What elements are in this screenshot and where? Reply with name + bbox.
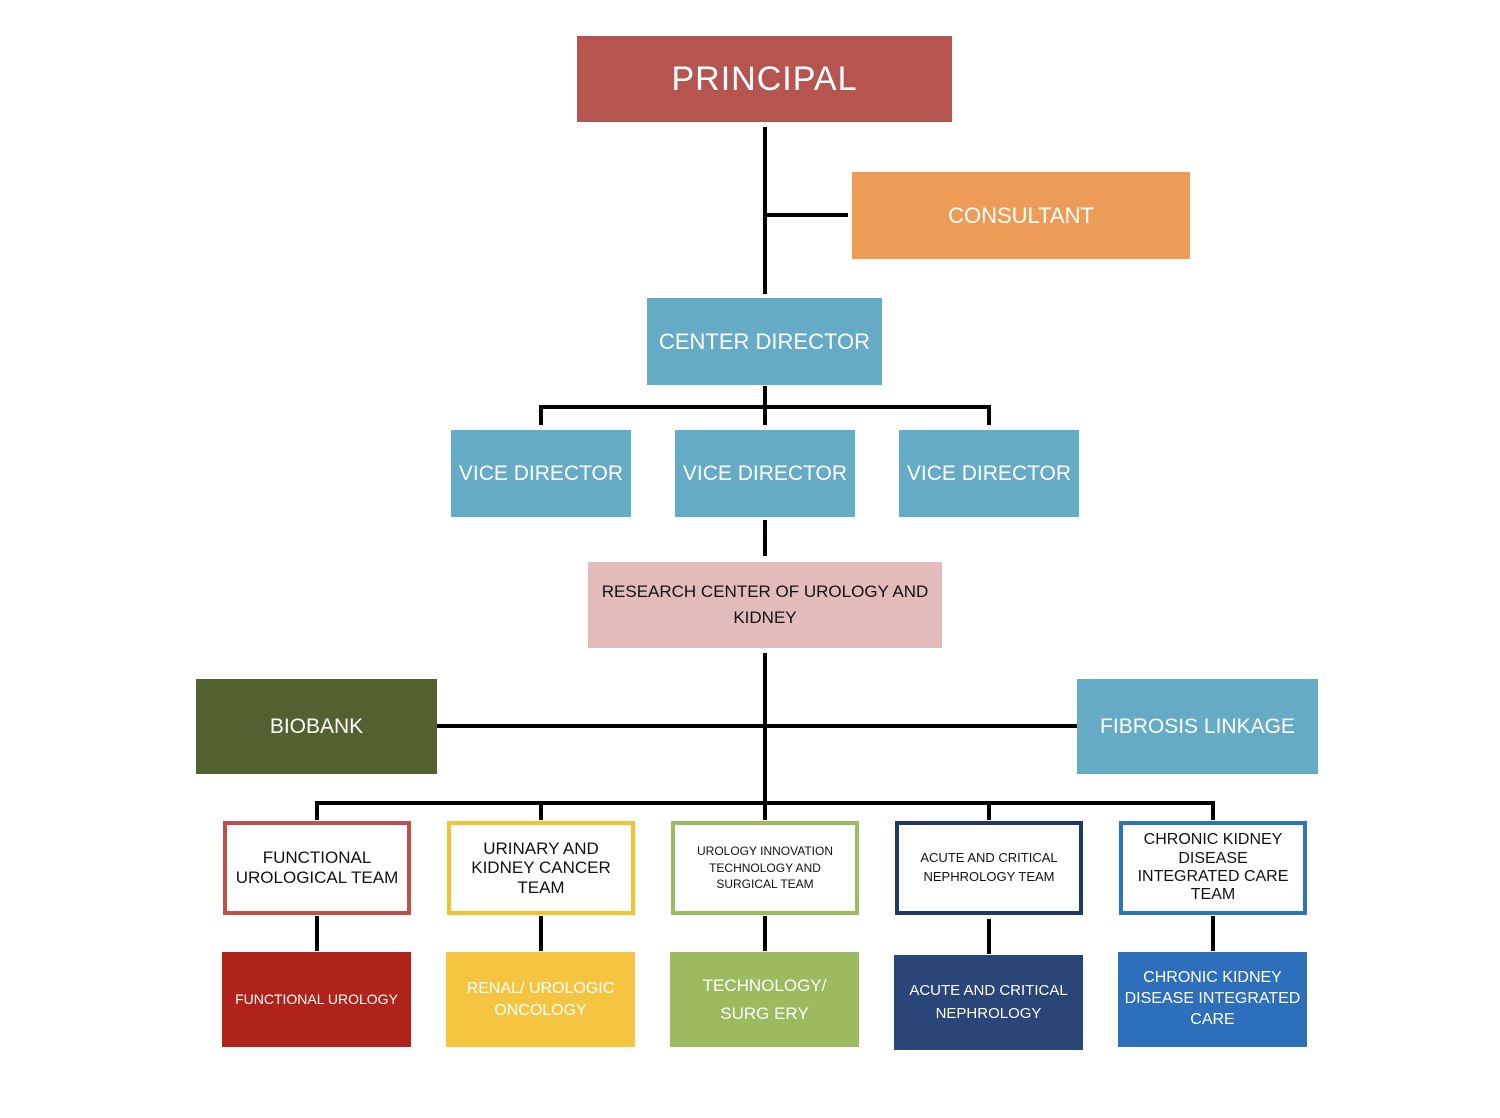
vice-director-label-3: VICE DIRECTOR [906, 461, 1072, 485]
unit-node-3: TECHNOLOGY/ SURG ERY [670, 952, 859, 1047]
unit-label-4: ACUTE AND CRITICAL NEPHROLOGY [909, 982, 1068, 1022]
biobank-label: BIOBANK [269, 714, 364, 738]
team-label-4: ACUTE AND CRITICAL NEPHROLOGY TEAM [920, 850, 1058, 884]
center-director-node: CENTER DIRECTOR [647, 298, 882, 385]
team-node-5: CHRONIC KIDNEY DISEASE INTEGRATED CARE T… [1119, 821, 1307, 915]
team-node-2: URINARY AND KIDNEY CANCER TEAM [447, 821, 635, 915]
team-label-2: URINARY AND KIDNEY CANCER TEAM [471, 838, 611, 897]
principal-label: PRINCIPAL [671, 59, 858, 98]
research-center-label: RESEARCH CENTER OF UROLOGY AND KIDNEY [601, 581, 929, 627]
research-center-node: RESEARCH CENTER OF UROLOGY AND KIDNEY [588, 562, 942, 648]
unit-label-5: CHRONIC KIDNEY DISEASE INTEGRATED CARE [1124, 969, 1301, 1028]
unit-node-2: RENAL/ UROLOGIC ONCOLOGY [446, 952, 635, 1047]
consultant-label: CONSULTANT [948, 202, 1094, 228]
team-node-3: UROLOGY INNOVATION TECHNOLOGY AND SURGIC… [671, 821, 859, 915]
principal-node: PRINCIPAL [577, 36, 952, 122]
team-label-5: CHRONIC KIDNEY DISEASE INTEGRATED CARE T… [1137, 831, 1289, 904]
unit-node-5: CHRONIC KIDNEY DISEASE INTEGRATED CARE [1118, 952, 1307, 1047]
biobank-node: BIOBANK [196, 679, 437, 774]
fibrosis-linkage-node: FIBROSIS LINKAGE [1077, 679, 1318, 774]
vice-director-label-2: VICE DIRECTOR [682, 461, 848, 485]
team-node-4: ACUTE AND CRITICAL NEPHROLOGY TEAM [895, 821, 1083, 915]
vice-director-node-2: VICE DIRECTOR [675, 430, 855, 517]
unit-node-4: ACUTE AND CRITICAL NEPHROLOGY [894, 955, 1083, 1050]
vice-director-node-1: VICE DIRECTOR [451, 430, 631, 517]
unit-node-1: FUNCTIONAL UROLOGY [222, 952, 411, 1047]
center-director-label: CENTER DIRECTOR [658, 328, 871, 354]
unit-label-2: RENAL/ UROLOGIC ONCOLOGY [466, 979, 615, 1019]
fibrosis-linkage-label: FIBROSIS LINKAGE [1100, 714, 1295, 738]
unit-label-3: TECHNOLOGY/ SURG ERY [702, 976, 827, 1023]
consultant-node: CONSULTANT [852, 172, 1190, 259]
team-label-1: FUNCTIONAL UROLOGICAL TEAM [235, 848, 399, 887]
vice-director-node-3: VICE DIRECTOR [899, 430, 1079, 517]
team-label-3: UROLOGY INNOVATION TECHNOLOGY AND SURGIC… [696, 843, 834, 892]
team-node-1: FUNCTIONAL UROLOGICAL TEAM [223, 821, 411, 915]
unit-label-1: FUNCTIONAL UROLOGY [235, 991, 398, 1008]
vice-director-label-1: VICE DIRECTOR [458, 461, 624, 485]
